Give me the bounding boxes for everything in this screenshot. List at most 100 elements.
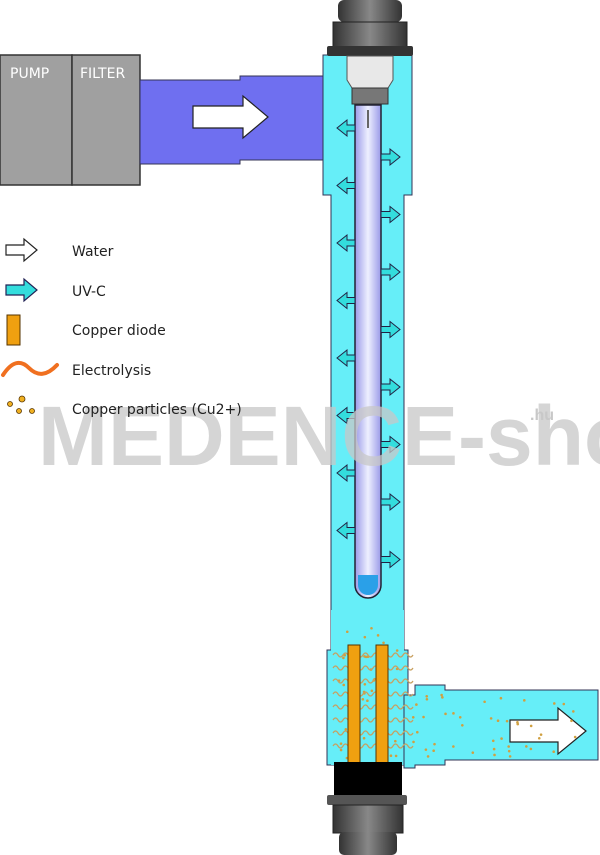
copper-particle bbox=[562, 702, 566, 706]
uvc-arrow-left bbox=[336, 348, 356, 368]
copper-particles-icon bbox=[7, 395, 35, 414]
copper-diode bbox=[375, 644, 389, 764]
copper-particle bbox=[342, 683, 346, 687]
copper-particle bbox=[525, 745, 528, 748]
copper-particle bbox=[572, 710, 575, 713]
copper-particle bbox=[411, 716, 415, 719]
electrolysis-wave bbox=[332, 743, 414, 749]
filter-label: FILTER bbox=[80, 66, 125, 82]
copper-particle bbox=[496, 719, 500, 723]
uv-lamp bbox=[354, 104, 382, 599]
copper-particle bbox=[452, 745, 455, 748]
copper-particle bbox=[342, 656, 345, 660]
electrolysis-wave bbox=[332, 665, 414, 671]
copper-particle bbox=[362, 736, 366, 740]
copper-particle bbox=[432, 749, 435, 753]
copper-particle bbox=[471, 751, 475, 754]
electrolysis-wave bbox=[332, 730, 414, 736]
top-cap bbox=[327, 0, 413, 56]
copper-particle bbox=[440, 693, 443, 697]
uvc-arrow-right bbox=[380, 377, 401, 397]
copper-particle bbox=[529, 747, 533, 751]
copper-particle bbox=[433, 742, 436, 746]
copper-particle bbox=[426, 755, 430, 758]
legend-label: Copper particles (Cu2+) bbox=[72, 402, 242, 418]
legend-label: Copper diode bbox=[72, 323, 166, 339]
water-arrow-icon bbox=[5, 237, 38, 263]
copper-particle bbox=[552, 702, 556, 705]
copper-particle bbox=[376, 634, 380, 637]
uvc-arrow-icon bbox=[5, 277, 38, 303]
copper-particle bbox=[505, 719, 509, 723]
copper-particle bbox=[507, 745, 510, 748]
electrode-base bbox=[334, 762, 402, 796]
copper-particle bbox=[425, 695, 429, 698]
filter-unit: FILTER bbox=[71, 54, 141, 186]
bottom-cap bbox=[327, 795, 407, 855]
copper-particle bbox=[415, 703, 418, 706]
copper-particle bbox=[499, 696, 503, 700]
electrolysis-wave-icon bbox=[1, 360, 59, 377]
copper-particle bbox=[516, 722, 520, 726]
copper-particle bbox=[452, 712, 455, 715]
uvc-arrow-right bbox=[380, 205, 401, 224]
copper-particle bbox=[425, 697, 429, 701]
copper-particle bbox=[343, 653, 347, 657]
uvc-arrow-left bbox=[336, 521, 356, 540]
copper-particle bbox=[458, 715, 462, 719]
electrolysis-waves bbox=[332, 652, 414, 749]
copper-particle bbox=[491, 739, 495, 743]
lamp-housing bbox=[346, 55, 394, 89]
copper-particle bbox=[344, 728, 348, 731]
copper-particle bbox=[395, 649, 399, 652]
copper-particle bbox=[552, 750, 556, 754]
copper-particle bbox=[422, 715, 425, 719]
uvc-arrow-right bbox=[380, 492, 401, 512]
copper-particle bbox=[370, 689, 374, 693]
copper-particle bbox=[483, 700, 486, 704]
pump-unit: PUMP bbox=[0, 54, 73, 186]
copper-particle bbox=[570, 719, 573, 723]
copper-particle bbox=[339, 748, 343, 752]
copper-particle bbox=[493, 753, 496, 757]
watermark-text: MEDENCE-shop bbox=[38, 389, 600, 483]
copper-particle bbox=[412, 740, 415, 744]
pump-label: PUMP bbox=[10, 66, 49, 82]
copper-particle bbox=[529, 724, 533, 728]
uvc-arrow-right bbox=[380, 550, 401, 569]
copper-particle bbox=[444, 712, 447, 716]
electrolysis-wave bbox=[332, 652, 414, 658]
copper-particle bbox=[441, 696, 444, 699]
electrolysis-wave bbox=[332, 678, 414, 684]
uvc-arrow-right bbox=[380, 147, 401, 167]
electrolysis-wave bbox=[332, 717, 414, 723]
legend: Water UV-C Copper diode Electrolysis Cop… bbox=[1, 237, 242, 418]
copper-particle bbox=[492, 747, 496, 751]
copper-particle bbox=[363, 635, 367, 639]
uvc-arrow-right bbox=[380, 320, 401, 339]
copper-diode bbox=[347, 644, 361, 764]
electrolysis-wave bbox=[332, 704, 414, 710]
copper-particle bbox=[345, 630, 349, 634]
copper-particle bbox=[339, 742, 343, 745]
uvc-arrow-left bbox=[336, 176, 356, 195]
copper-particle bbox=[523, 699, 526, 702]
copper-particle bbox=[366, 699, 369, 703]
uvc-arrow-left bbox=[336, 463, 356, 483]
uvc-arrow-right bbox=[380, 262, 401, 282]
copper-particle bbox=[394, 739, 397, 743]
copper-particle bbox=[361, 697, 365, 701]
copper-particle bbox=[370, 626, 373, 630]
water-outlet-arrow bbox=[509, 706, 587, 756]
copper-particle bbox=[424, 748, 428, 751]
uvc-arrows bbox=[336, 118, 401, 569]
copper-particle bbox=[382, 641, 385, 645]
copper-particle bbox=[394, 754, 398, 758]
copper-particle bbox=[537, 736, 541, 740]
electrolysis-wave bbox=[332, 691, 414, 697]
copper-particle bbox=[461, 723, 464, 727]
legend-label: Water bbox=[72, 244, 114, 260]
uvc-arrow-left bbox=[336, 406, 356, 425]
copper-particle bbox=[508, 755, 512, 758]
